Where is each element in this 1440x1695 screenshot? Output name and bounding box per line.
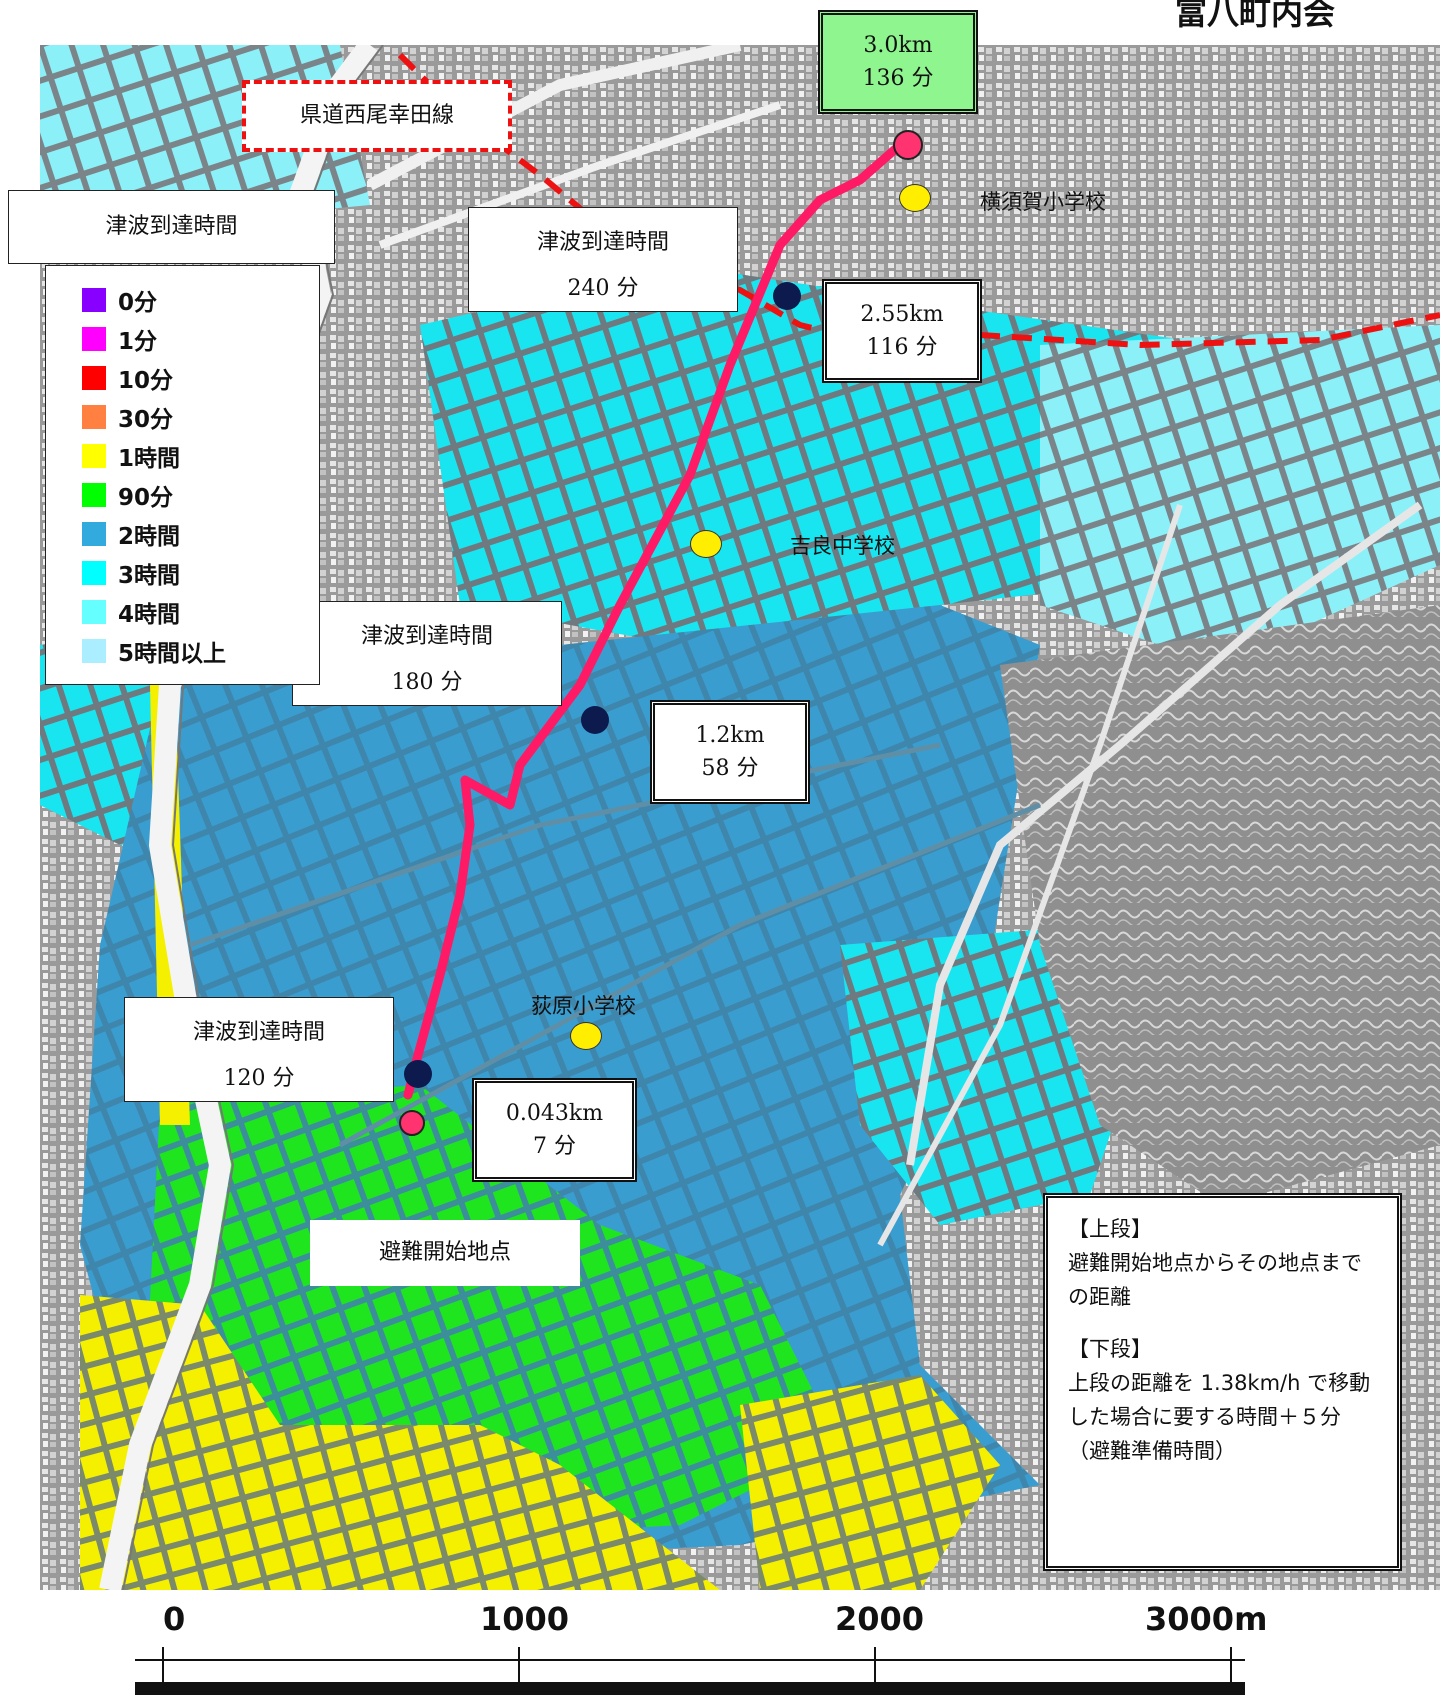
note-upper-text: 避難開始地点からその地点までの距離 <box>1068 1251 1362 1309</box>
checkpoint-0.043km-marker[interactable] <box>404 1060 432 1088</box>
tsunami-label-120: 津波到達時間 120 分 <box>124 997 394 1102</box>
legend-swatch <box>82 404 106 429</box>
legend-item: 90分 <box>82 475 319 514</box>
distance-box-1.2km: 1.2km 58 分 <box>650 700 810 804</box>
legend-item: 5時間以上 <box>82 631 319 670</box>
time-value: 7 分 <box>533 1134 576 1159</box>
legend-swatch <box>82 326 106 351</box>
legend-item: 3時間 <box>82 553 319 592</box>
legend-item: 10分 <box>82 358 319 397</box>
tsunami-title: 津波到達時間 <box>536 230 669 255</box>
scale-label-1000: 1000 <box>480 1600 570 1638</box>
legend-title: 津波到達時間 <box>8 190 335 264</box>
legend-item: 30分 <box>82 397 319 436</box>
time-value: 116 分 <box>866 335 938 360</box>
scale-ruler <box>135 1647 1245 1695</box>
school-ogiwara-label: 荻原小学校 <box>531 994 636 1018</box>
legend-swatch <box>82 560 106 585</box>
tsunami-value: 120 分 <box>223 1066 295 1091</box>
scale-bar: 0 1000 2000 3000m <box>135 1600 1415 1695</box>
legend-label: 10分 <box>118 367 174 394</box>
legend-label: 30分 <box>118 406 174 433</box>
legend: 0分 1分 10分 30分 1時間 90分 2時間 3時間 4時間 5時間以上 <box>45 265 320 685</box>
legend-swatch <box>82 521 106 546</box>
legend-label: 1分 <box>118 328 158 355</box>
distance-value: 2.55km <box>860 302 944 327</box>
start-point-label: 避難開始地点 <box>310 1220 580 1286</box>
checkpoint-2.55km-marker[interactable] <box>773 282 801 310</box>
legend-swatch <box>82 599 106 624</box>
legend-swatch <box>82 287 106 312</box>
legend-swatch <box>82 482 106 507</box>
map-base <box>40 45 1440 1590</box>
tsunami-value: 240 分 <box>567 276 639 301</box>
legend-label: 90分 <box>118 484 174 511</box>
map-area[interactable] <box>40 45 1440 1590</box>
road-label: 県道西尾幸田線 <box>242 80 512 152</box>
distance-value: 3.0km <box>863 33 933 58</box>
school-yokosuka-label: 横須賀小学校 <box>980 190 1106 214</box>
legend-label: 3時間 <box>118 562 181 589</box>
tsunami-title: 津波到達時間 <box>360 624 493 649</box>
legend-item: 1時間 <box>82 436 319 475</box>
legend-label: 4時間 <box>118 601 181 628</box>
distance-value: 1.2km <box>695 723 765 748</box>
note-upper-heading: 【上段】 <box>1068 1217 1152 1241</box>
legend-swatch <box>82 638 106 663</box>
legend-item: 4時間 <box>82 592 319 631</box>
legend-item: 0分 <box>82 280 319 319</box>
time-value: 58 分 <box>701 756 759 781</box>
tsunami-label-180: 津波到達時間 180 分 <box>292 601 562 706</box>
route-end-marker[interactable] <box>893 130 923 160</box>
tsunami-label-240: 津波到達時間 240 分 <box>468 207 738 312</box>
school-kira-marker[interactable] <box>690 530 722 558</box>
checkpoint-1.2km-marker[interactable] <box>581 706 609 734</box>
legend-swatch <box>82 365 106 390</box>
note-lower-text: 上段の距離を 1.38km/h で移動した場合に要する時間＋５分（避難準備時間） <box>1068 1371 1371 1463</box>
tsunami-title: 津波到達時間 <box>192 1020 325 1045</box>
legend-label: 0分 <box>118 289 158 316</box>
legend-item: 1分 <box>82 319 319 358</box>
scale-label-2000: 2000 <box>835 1600 925 1638</box>
route-start-marker[interactable] <box>399 1110 425 1136</box>
legend-label: 5時間以上 <box>118 640 227 667</box>
explanation-note: 【上段】 避難開始地点からその地点までの距離 【下段】 上段の距離を 1.38k… <box>1043 1193 1402 1571</box>
scale-label-3000m: 3000m <box>1145 1600 1268 1638</box>
legend-swatch <box>82 443 106 468</box>
school-yokosuka-marker[interactable] <box>899 184 931 212</box>
time-value: 136 分 <box>862 66 934 91</box>
distance-box-0.043km: 0.043km 7 分 <box>472 1078 637 1182</box>
school-kira-label: 吉良中学校 <box>790 534 895 558</box>
scale-label-0: 0 <box>163 1600 186 1638</box>
legend-label: 2時間 <box>118 523 181 550</box>
legend-item: 2時間 <box>82 514 319 553</box>
legend-label: 1時間 <box>118 445 181 472</box>
header-text: 富八町内会 <box>1175 0 1336 32</box>
distance-box-3.0km: 3.0km 136 分 <box>818 10 978 114</box>
note-lower-heading: 【下段】 <box>1068 1337 1152 1361</box>
distance-box-2.55km: 2.55km 116 分 <box>822 279 982 383</box>
tsunami-value: 180 分 <box>391 670 463 695</box>
school-ogiwara-marker[interactable] <box>570 1022 602 1050</box>
distance-value: 0.043km <box>505 1101 604 1126</box>
